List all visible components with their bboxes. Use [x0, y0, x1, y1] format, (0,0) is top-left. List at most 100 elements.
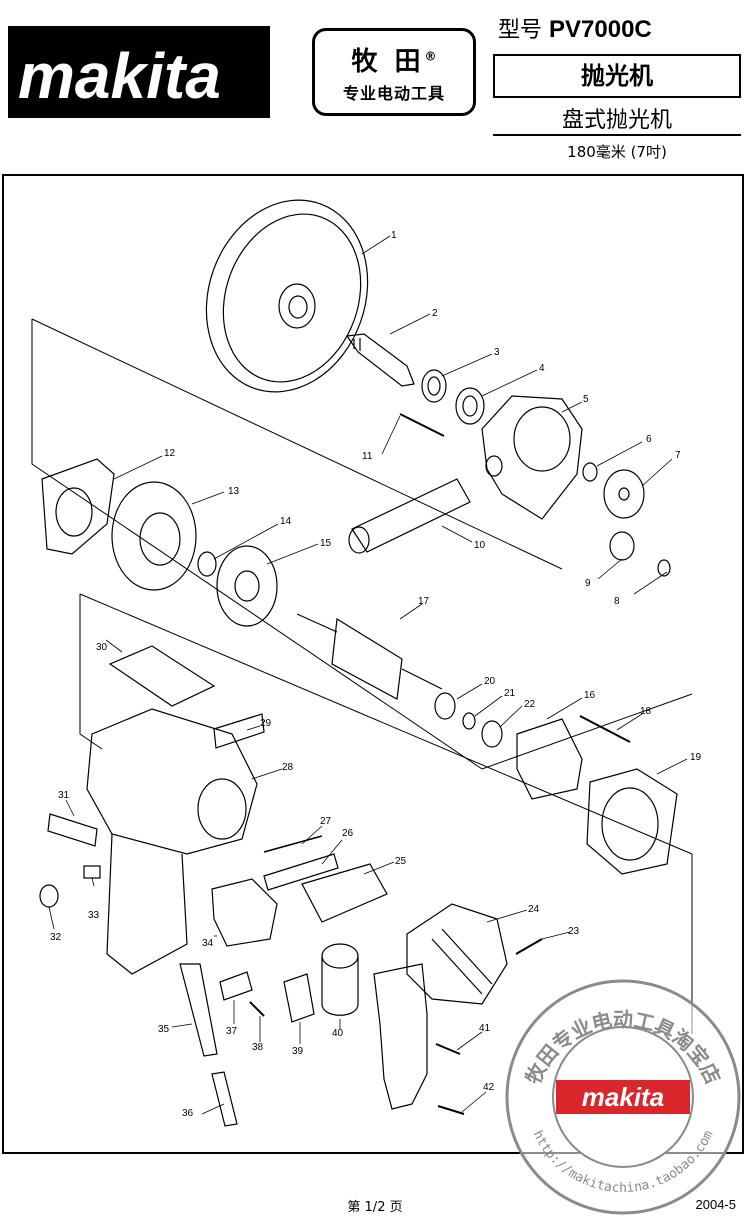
part-number-31: 31 [58, 790, 70, 801]
diagram-frame [2, 174, 744, 1154]
makita-logo-text: makita [18, 40, 221, 112]
part-number-30: 30 [96, 642, 108, 653]
part-number-20: 20 [484, 676, 496, 687]
part-number-34: 34 [202, 938, 214, 949]
part-washer-6 [582, 462, 598, 482]
part-number-18: 18 [640, 706, 652, 717]
part-number-38: 38 [252, 1042, 264, 1053]
part-controller-25 [301, 863, 388, 923]
part-screw-18 [579, 715, 631, 743]
part-number-19: 19 [690, 752, 702, 763]
part-number-1: 1 [391, 230, 397, 241]
part-number-41: 41 [479, 1023, 491, 1034]
part-number-10: 10 [474, 540, 486, 551]
exploded-parts-diagram: 1 2 3 4 5 6 7 8 9 10 11 12 13 14 15 16 1… [31, 199, 702, 1127]
makita-logo: makita ® [8, 26, 270, 118]
part-filter-40 [321, 943, 359, 969]
part-number-35: 35 [158, 1024, 170, 1035]
part-number-22: 22 [524, 699, 536, 710]
part-cord-guard-35 [179, 963, 218, 1057]
part-number-42: 42 [483, 1082, 495, 1093]
model-line: 型号 PV7000C [498, 12, 652, 44]
part-ring-21 [462, 712, 476, 730]
part-number-32: 32 [50, 932, 62, 943]
part-handle-cover [373, 963, 428, 1110]
part-pad [205, 199, 369, 393]
part-number-5: 5 [583, 394, 589, 405]
part-baffle-16 [516, 718, 583, 800]
model-number: PV7000C [549, 16, 652, 43]
model-label: 型号 [498, 18, 543, 43]
page-number: 第 1/2 页 [347, 1200, 403, 1215]
part-side-handle [348, 478, 471, 554]
part-number-33: 33 [88, 910, 100, 921]
part-number-39: 39 [292, 1046, 304, 1057]
part-spring-27 [263, 835, 323, 853]
part-bearing-20 [434, 692, 456, 720]
part-number-7: 7 [675, 450, 681, 461]
brand-tagline: 专业电动工具 [342, 84, 445, 103]
watermark-logo: makita [582, 1082, 664, 1112]
part-gasket-12 [41, 458, 115, 555]
part-number-6: 6 [646, 434, 652, 445]
part-screw-11 [399, 413, 445, 437]
brand-registered: ® [424, 49, 437, 64]
part-number-13: 13 [228, 486, 240, 497]
part-number-28: 28 [282, 762, 294, 773]
part-number-8: 8 [614, 596, 620, 607]
doc-date: 2004-5 [695, 1197, 736, 1212]
part-number-3: 3 [494, 347, 500, 358]
part-bearing-14 [197, 551, 217, 577]
product-name: 抛光机 [493, 54, 741, 98]
part-screw-41 [435, 1043, 461, 1055]
part-number-16: 16 [584, 690, 596, 701]
part-capacitor-39 [283, 973, 315, 1023]
product-type: 盘式抛光机 [561, 108, 672, 133]
part-brush-33 [83, 865, 101, 879]
part-fan-15 [216, 545, 278, 627]
part-rear-cover-24 [406, 903, 508, 1005]
part-gear-housing [481, 395, 583, 520]
part-number-25: 25 [395, 856, 407, 867]
part-clamp-37 [219, 971, 253, 1001]
part-label-31 [47, 813, 98, 847]
part-bearing-4 [455, 387, 485, 425]
brand-box: 牧 田® 专业电动工具 [312, 28, 476, 116]
part-screw-23 [515, 938, 543, 955]
part-number-40: 40 [332, 1028, 344, 1039]
part-number-15: 15 [320, 538, 332, 549]
part-nameplate-30 [108, 645, 216, 707]
part-cord-36 [211, 1071, 238, 1127]
part-spindle [345, 333, 415, 387]
part-switch-34 [211, 878, 278, 947]
part-number-4: 4 [539, 363, 545, 374]
part-screw-42 [437, 1105, 465, 1115]
part-label-29 [213, 713, 265, 749]
part-number-36: 36 [182, 1108, 194, 1119]
part-number-12: 12 [164, 448, 176, 459]
part-ring-3 [421, 369, 447, 403]
part-number-23: 23 [568, 926, 580, 937]
part-number-27: 27 [320, 816, 332, 827]
part-number-17: 17 [418, 596, 430, 607]
part-armature-17 [296, 613, 443, 700]
part-lock-26 [263, 853, 339, 891]
part-number-26: 26 [342, 828, 354, 839]
part-bearing-22 [481, 720, 503, 748]
part-screw-38 [249, 1001, 265, 1017]
part-gear-7 [603, 469, 645, 519]
part-number-14: 14 [280, 516, 292, 527]
brand-chinese-name: 牧 田 [351, 47, 425, 77]
part-ring-8 [657, 559, 671, 577]
shop-watermark-stamp: 牧田专业电动工具淘宝店 http://makitachina.taobao.co… [505, 979, 741, 1215]
part-motor-housing-28 [86, 708, 258, 975]
part-number-37: 37 [226, 1026, 238, 1037]
part-number-11: 11 [362, 451, 373, 462]
part-number-9: 9 [585, 578, 591, 589]
part-pinion-9 [609, 531, 635, 561]
registered-mark: ® [246, 53, 257, 69]
part-number-29: 29 [260, 718, 272, 729]
part-number-2: 2 [432, 308, 438, 319]
product-size: 180毫米 (7吋) [493, 134, 741, 162]
part-field-19 [586, 768, 678, 875]
